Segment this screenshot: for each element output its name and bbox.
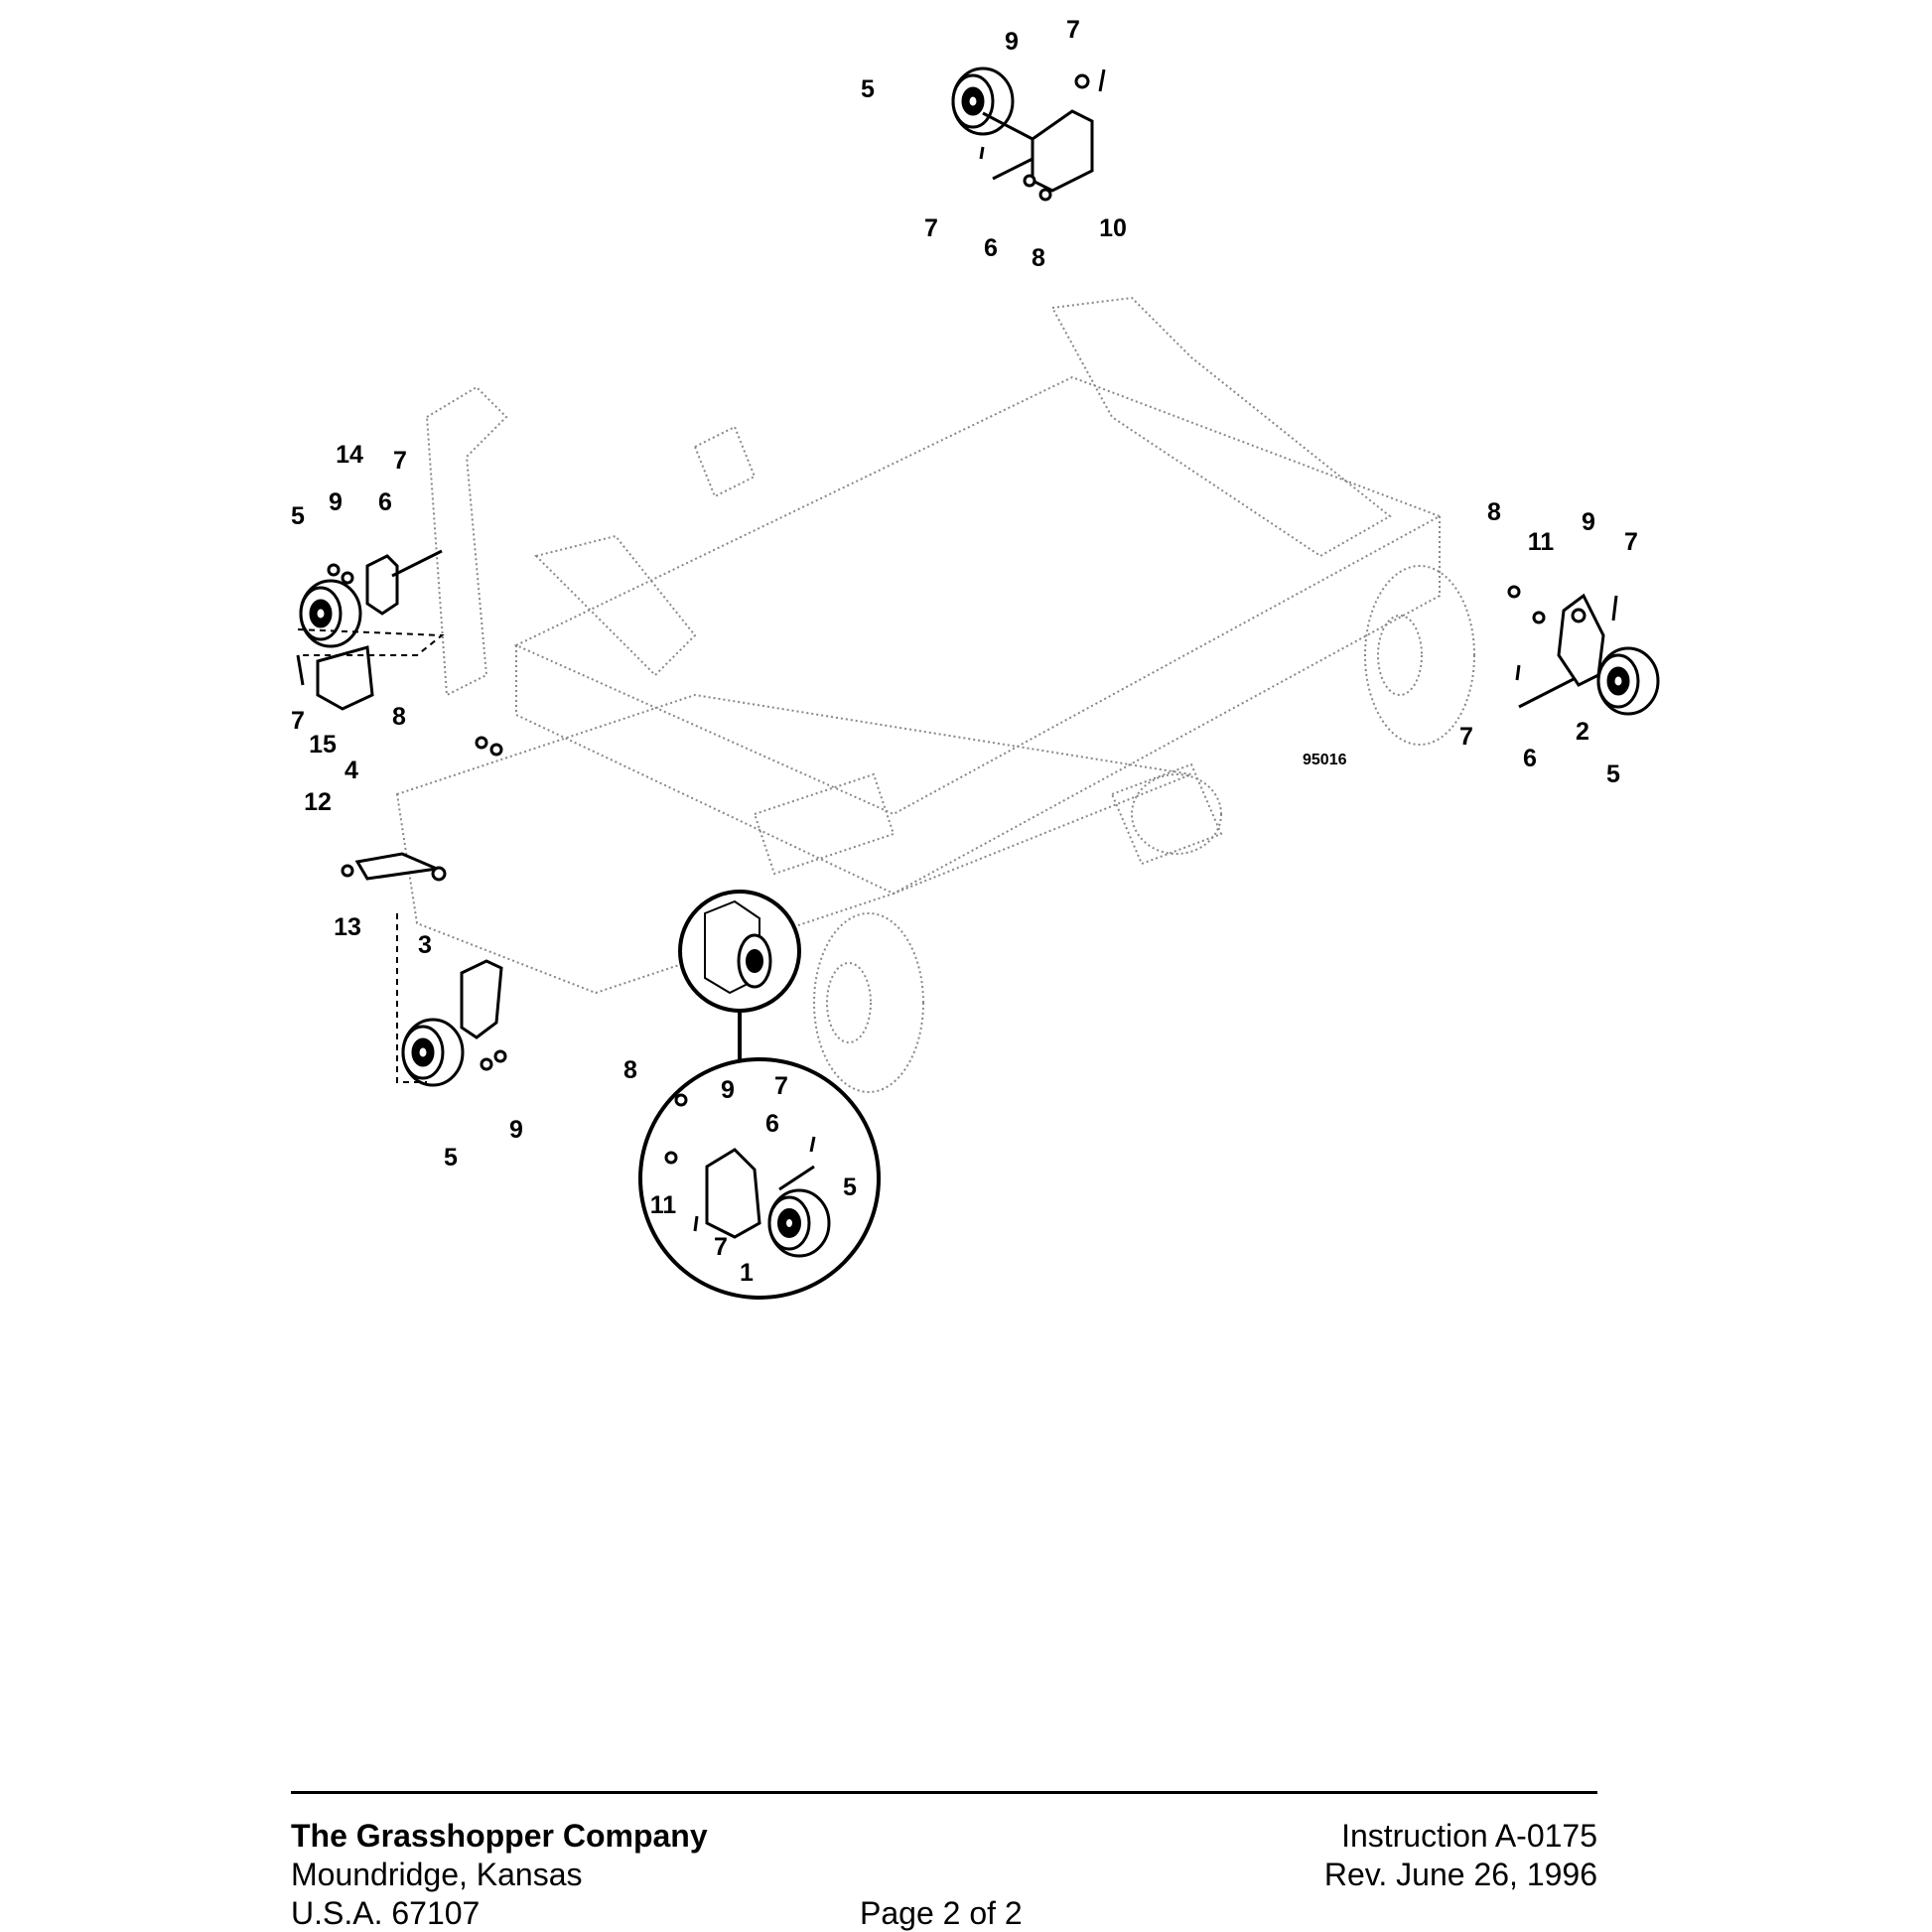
callout-10: 10 [1099, 214, 1127, 242]
callout-7: 7 [393, 447, 407, 475]
callout-11: 11 [1528, 528, 1555, 556]
detail-magnifier [638, 890, 881, 1300]
callout-5: 5 [861, 75, 875, 103]
callout-7: 7 [714, 1233, 728, 1261]
callout-6: 6 [984, 234, 998, 262]
callout-13: 13 [334, 913, 361, 941]
company-postal: U.S.A. 67107 [291, 1895, 481, 1931]
callout-9: 9 [1582, 508, 1595, 536]
callout-15: 15 [309, 731, 337, 759]
callout-6: 6 [1523, 745, 1537, 772]
left-upper-bracket-assembly [296, 549, 445, 711]
callout-2: 2 [1576, 718, 1589, 746]
company-name: The Grasshopper Company [291, 1818, 708, 1854]
callout-7: 7 [774, 1072, 788, 1100]
left-lower-bracket-assembly [341, 736, 507, 1087]
figure-number: 95016 [1303, 752, 1347, 768]
callout-8: 8 [1487, 498, 1501, 526]
footer-rule [291, 1791, 1597, 1794]
callout-9: 9 [509, 1116, 523, 1144]
callout-4: 4 [345, 757, 358, 784]
company-city: Moundridge, Kansas [291, 1857, 583, 1892]
callout-9: 9 [329, 488, 343, 516]
callout-11: 11 [650, 1191, 677, 1219]
callout-7: 7 [1459, 723, 1473, 751]
callout-1: 1 [740, 1259, 754, 1287]
callout-8: 8 [1032, 244, 1045, 272]
callout-7: 7 [1624, 528, 1638, 556]
callout-9: 9 [721, 1076, 735, 1104]
callout-3: 3 [418, 931, 432, 959]
mower-deck-ghost [395, 296, 1475, 1093]
callout-8: 8 [392, 703, 406, 731]
instruction-number: Instruction A-0175 [1341, 1818, 1597, 1854]
callout-7: 7 [1066, 16, 1080, 44]
right-bracket-assembly [1507, 585, 1660, 716]
callout-5: 5 [843, 1173, 857, 1201]
callout-5: 5 [444, 1144, 458, 1172]
page-number: Page 2 of 2 [860, 1895, 1023, 1931]
callout-14: 14 [336, 441, 363, 469]
callout-8: 8 [623, 1056, 637, 1084]
callout-5: 5 [291, 502, 305, 530]
callout-9: 9 [1005, 28, 1019, 56]
callout-5: 5 [1606, 760, 1620, 788]
callout-6: 6 [765, 1110, 779, 1138]
callout-7: 7 [924, 214, 938, 242]
revision-date: Rev. June 26, 1996 [1323, 1857, 1597, 1892]
callout-6: 6 [378, 488, 392, 516]
callout-12: 12 [304, 788, 332, 816]
callout-7: 7 [291, 707, 305, 735]
top-bracket-assembly [951, 67, 1106, 202]
